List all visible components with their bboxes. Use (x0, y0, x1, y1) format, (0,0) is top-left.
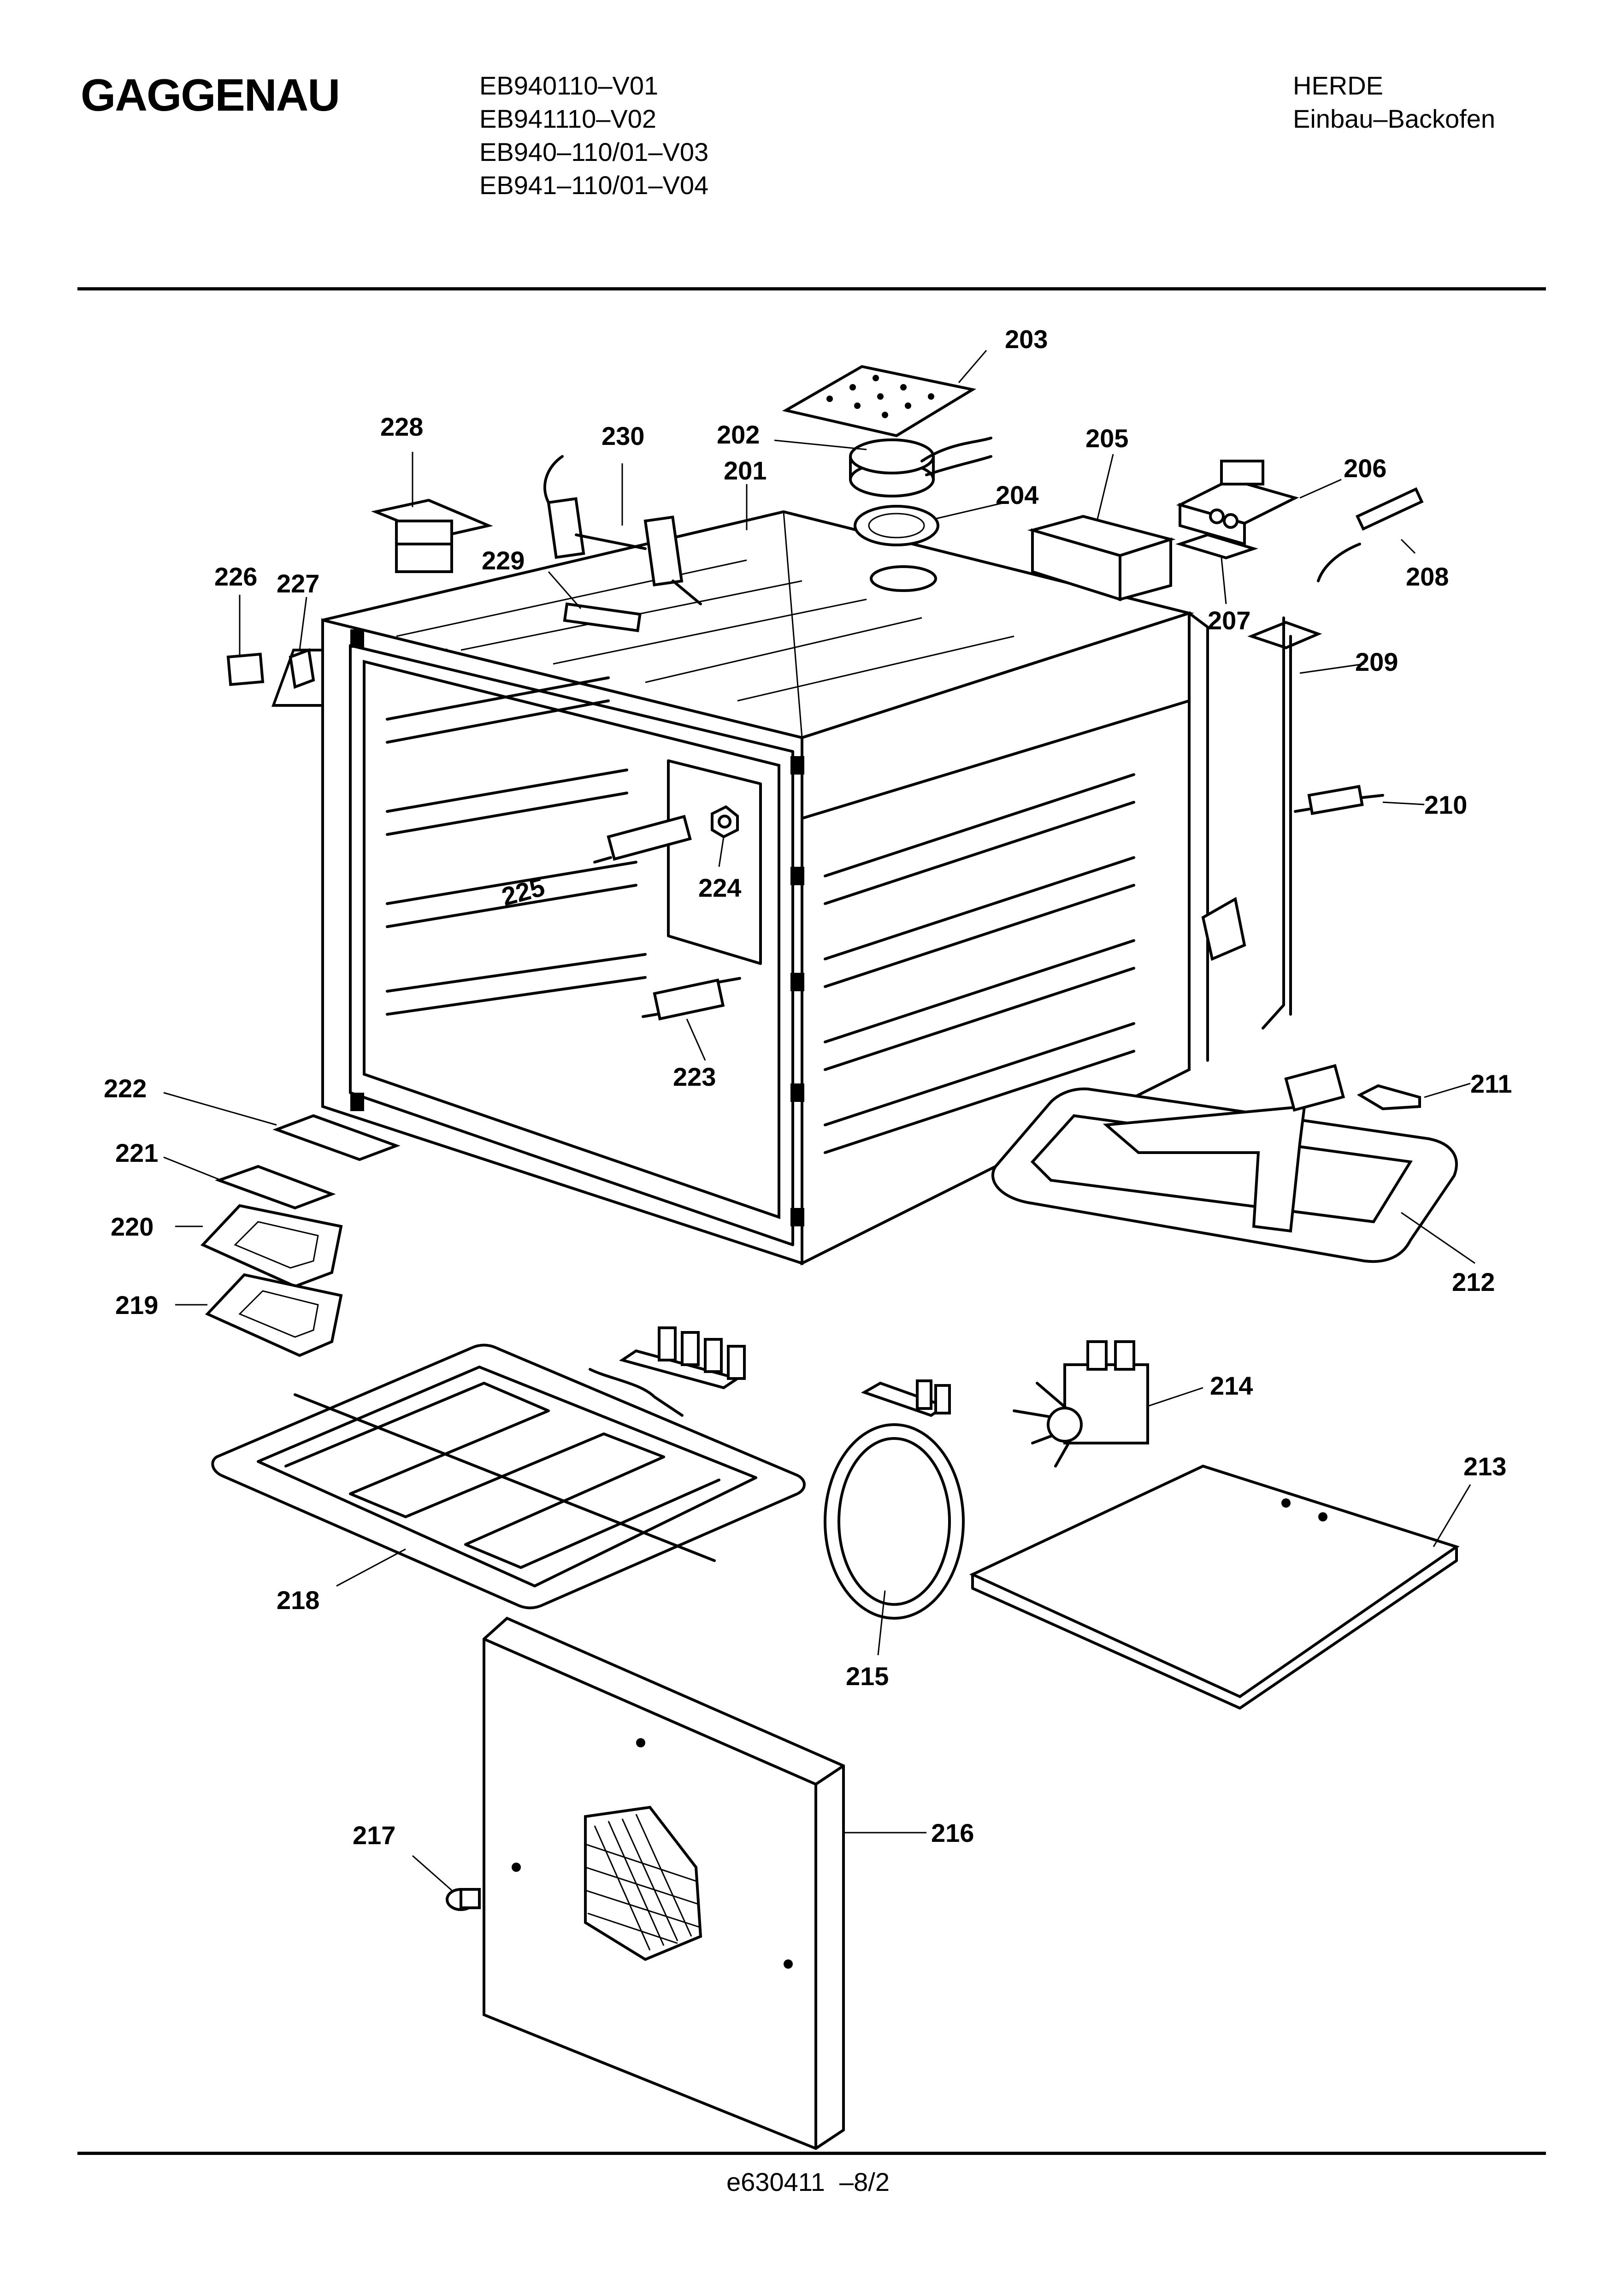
part-205-control-box (1027, 515, 1176, 602)
label-203: 203 (1005, 325, 1048, 354)
label-213: 213 (1463, 1452, 1506, 1481)
label-211: 211 (1470, 1069, 1512, 1098)
model-number: EB940–110/01–V03 (479, 137, 709, 166)
part-211-clip (1356, 1084, 1421, 1111)
part-203-fan-cover (782, 365, 977, 438)
part-216-door-panel (483, 1616, 845, 2150)
part-labels: 203 202 201 204 205 206 207 208 209 210 … (104, 325, 1512, 1850)
footer-divider (77, 2152, 1546, 2155)
label-208: 208 (1406, 562, 1449, 591)
label-221: 221 (115, 1138, 158, 1167)
label-201: 201 (724, 456, 767, 485)
part-212-ring-heater (991, 1064, 1458, 1263)
part-218-grill-heater (211, 1343, 806, 1610)
part-219-gasket (205, 1273, 343, 1357)
header-divider (77, 287, 1546, 290)
model-number: EB941110–V02 (479, 104, 657, 133)
label-217: 217 (353, 1821, 395, 1850)
label-226: 226 (214, 562, 257, 591)
part-210-lamp-holder (1294, 785, 1384, 815)
part-224-nut (711, 805, 739, 839)
side-bracket (1201, 897, 1246, 961)
model-list: EB940110–V01 EB941110–V02 EB940–110/01–V… (479, 69, 708, 202)
label-222: 222 (104, 1074, 147, 1103)
part-228-hinge (371, 498, 493, 573)
label-210: 210 (1424, 790, 1467, 819)
label-218: 218 (277, 1586, 319, 1615)
part-227-clip (289, 648, 315, 689)
part-230-door-switch (543, 455, 702, 605)
label-223: 223 (673, 1062, 716, 1091)
label-212: 212 (1452, 1267, 1495, 1296)
part-221-seal (215, 1165, 336, 1210)
label-224: 224 (698, 873, 741, 902)
part-225-lamp (593, 815, 692, 864)
label-216: 216 (931, 1818, 974, 1847)
label-202: 202 (717, 420, 760, 449)
label-230: 230 (602, 421, 644, 450)
part-208-sensor (1317, 487, 1424, 582)
part-202-fan-motor (849, 437, 992, 497)
label-229: 229 (482, 546, 525, 575)
category-subtitle: Einbau–Backofen (1293, 104, 1496, 133)
product-category: HERDE Einbau–Backofen (1293, 69, 1495, 136)
part-226-cover (226, 652, 265, 686)
brand-logo: GAGGENAU (81, 70, 340, 120)
part-214-fan-motor (1013, 1340, 1149, 1468)
part-223-lamp-holder (642, 977, 741, 1021)
part-206-terminal-block (1176, 460, 1299, 546)
part-204-fan-wheel (854, 505, 939, 546)
part-220-gasket (200, 1204, 343, 1288)
part-217-screw (446, 1888, 481, 1911)
label-214: 214 (1210, 1371, 1253, 1400)
model-number: EB940110–V01 (479, 71, 659, 100)
category-title: HERDE (1293, 71, 1384, 100)
part-222-plate (272, 1114, 401, 1161)
label-207: 207 (1208, 606, 1250, 635)
part-209-sensor-tube (1247, 616, 1322, 1030)
document-number: e630411 –8/2 (726, 2167, 890, 2196)
part-213-back-plate (969, 1464, 1460, 1710)
leader-lines (163, 350, 1475, 1891)
fan-grille (584, 1805, 702, 1961)
label-205: 205 (1085, 424, 1128, 453)
label-215: 215 (846, 1662, 889, 1691)
label-206: 206 (1344, 454, 1386, 483)
label-219: 219 (115, 1290, 158, 1320)
part-215-ring-element (824, 1379, 965, 1620)
part-229-sensor (563, 602, 642, 633)
label-209: 209 (1355, 647, 1398, 676)
model-number: EB941–110/01–V04 (479, 171, 709, 200)
label-227: 227 (277, 569, 319, 598)
part-218-terminal (619, 1326, 746, 1390)
part-207-plate (1175, 533, 1258, 560)
label-204: 204 (996, 480, 1038, 509)
label-220: 220 (111, 1212, 153, 1241)
label-228: 228 (380, 412, 423, 441)
